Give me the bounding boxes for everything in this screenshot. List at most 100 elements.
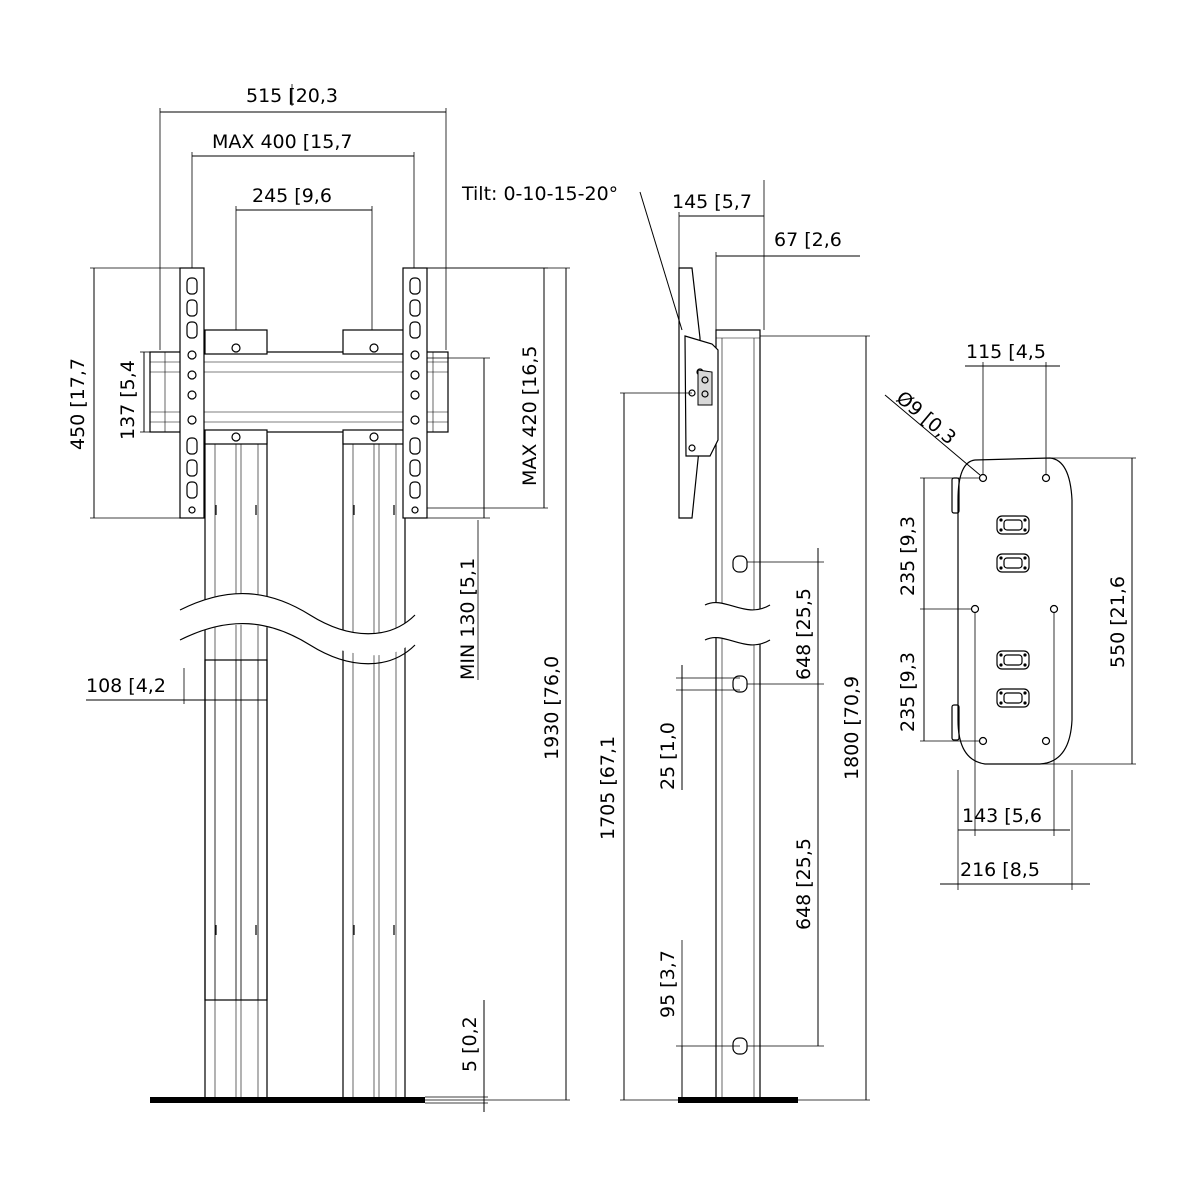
dim-inch: 1,0 bbox=[657, 722, 679, 752]
dim-value: 67 bbox=[774, 229, 798, 251]
dim-value: 137 bbox=[117, 404, 139, 440]
svg-text:235[9,3: 235[9,3 bbox=[897, 516, 919, 596]
dim-center-height: 1705[67,1 bbox=[597, 392, 692, 1101]
dim-value: 648 bbox=[793, 894, 815, 930]
dim-inch: 70,9 bbox=[841, 676, 863, 718]
base-top-view: Ø9[0,3 115[4,5 235[9,3 235[9,3 550[21,6 bbox=[884, 341, 1136, 890]
dim-inch: 5,1 bbox=[457, 558, 479, 588]
front-column-right bbox=[342, 434, 406, 1099]
dim-min-vertical: MIN 130[5,1 bbox=[427, 357, 490, 680]
dim-inch: 9,6 bbox=[302, 185, 332, 207]
dim-inch: 3,7 bbox=[657, 950, 679, 980]
svg-text:MAX 420[16,5: MAX 420[16,5 bbox=[519, 346, 541, 486]
svg-text:143[5,6: 143[5,6 bbox=[962, 805, 1042, 827]
side-base-plate bbox=[678, 1097, 798, 1103]
dim-bottom-slot-offset: 95[3,7 bbox=[657, 940, 740, 1100]
column-slots bbox=[215, 505, 395, 935]
dim-value: 216 bbox=[960, 859, 996, 881]
dim-inch: 25,5 bbox=[793, 588, 815, 630]
dim-inch: 15,7 bbox=[310, 131, 352, 153]
dim-value: MAX 400 bbox=[212, 131, 297, 153]
dim-value: 108 bbox=[86, 675, 122, 697]
bracket-left bbox=[179, 267, 205, 519]
svg-text:648[25,5: 648[25,5 bbox=[793, 588, 815, 680]
dim-value: 1705 bbox=[597, 792, 619, 840]
svg-text:5[0,2: 5[0,2 bbox=[459, 1016, 481, 1072]
dim-inch: 9,3 bbox=[897, 652, 919, 682]
dim-inch: 25,5 bbox=[793, 838, 815, 880]
dim-overall-width: 515[20,3 bbox=[159, 84, 447, 350]
svg-text:Ø9[0,3: Ø9[0,3 bbox=[892, 387, 960, 449]
svg-text:25[1,0: 25[1,0 bbox=[657, 722, 679, 790]
dim-value: 235 bbox=[897, 560, 919, 596]
svg-text:95[3,7: 95[3,7 bbox=[657, 950, 679, 1018]
dim-lower-slot-spacing: 648[25,5 bbox=[747, 684, 824, 1047]
dim-max-vertical: MAX 420[16,5 bbox=[427, 267, 548, 509]
dim-inch: 4,5 bbox=[1016, 341, 1046, 363]
svg-text:216[8,5: 216[8,5 bbox=[960, 859, 1040, 881]
dim-inch: 2,6 bbox=[812, 229, 842, 251]
dim-inch: 20,3 bbox=[296, 85, 338, 107]
dim-inch: 67,1 bbox=[597, 736, 619, 778]
svg-text:MIN 130[5,1: MIN 130[5,1 bbox=[457, 558, 479, 680]
dim-total-height: 1930[76,0 bbox=[425, 267, 570, 1101]
dim-max-hole-pattern: MAX 400[15,7 bbox=[191, 131, 415, 268]
svg-text:245[9,6: 245[9,6 bbox=[252, 185, 332, 207]
dim-inch: 5,7 bbox=[722, 191, 752, 213]
dim-inch: 4,2 bbox=[136, 675, 166, 697]
svg-text:450[17,7: 450[17,7 bbox=[67, 358, 89, 450]
side-column bbox=[715, 329, 761, 1099]
front-view: 515[20,3 MAX 400[15,7 245[9,6 450[17,7 bbox=[67, 84, 570, 1112]
dim-value: 95 bbox=[657, 994, 679, 1018]
dim-lower-hole-pitch: 235[9,3 bbox=[897, 609, 980, 742]
dim-value: 1930 bbox=[541, 712, 563, 760]
svg-text:115[4,5: 115[4,5 bbox=[966, 341, 1046, 363]
dim-value: 550 bbox=[1107, 632, 1129, 668]
base-holes bbox=[970, 473, 1059, 746]
dim-value: MIN 130 bbox=[457, 601, 479, 680]
dim-value: 5 bbox=[459, 1060, 481, 1072]
dim-upper-slot-spacing: 648[25,5 bbox=[747, 548, 824, 685]
dim-crossbar-height: 137[5,4 bbox=[117, 351, 150, 440]
dim-rail-spacing: 245[9,6 bbox=[235, 185, 373, 330]
base-pads bbox=[996, 515, 1030, 708]
dim-inch: 17,7 bbox=[67, 358, 89, 400]
dim-upper-hole-pitch: 235[9,3 bbox=[897, 477, 980, 610]
dim-inch: 9,3 bbox=[897, 516, 919, 546]
svg-text:108[4,2: 108[4,2 bbox=[86, 675, 166, 697]
dim-column-width: 108[4,2 bbox=[86, 668, 267, 704]
dim-value: 143 bbox=[962, 805, 998, 827]
dim-column-depth: 67[2,6 bbox=[715, 229, 860, 330]
break-mark bbox=[179, 593, 416, 665]
dim-mount-depth: 145[5,7 bbox=[672, 180, 765, 330]
svg-text:648[25,5: 648[25,5 bbox=[793, 838, 815, 930]
svg-text:137[5,4: 137[5,4 bbox=[117, 360, 139, 440]
dim-base-width: 216[8,5 bbox=[940, 770, 1090, 890]
dim-value: 25 bbox=[657, 766, 679, 790]
dim-column-height: 1800[70,9 bbox=[760, 335, 870, 1101]
dim-value: 648 bbox=[793, 644, 815, 680]
dim-inch: 21,6 bbox=[1107, 576, 1129, 618]
dim-inch: 76,0 bbox=[541, 656, 563, 698]
front-base-plate bbox=[150, 1097, 425, 1103]
dim-inch: 8,5 bbox=[1010, 859, 1040, 881]
tilt-label: Tilt: 0-10-15-20° bbox=[461, 183, 618, 205]
dim-hole-diameter: Ø9[0,3 bbox=[884, 387, 981, 476]
dim-value: 1800 bbox=[841, 732, 863, 780]
dim-slot-height: 25[1,0 bbox=[657, 665, 740, 790]
dim-base-thickness: 5[0,2 bbox=[425, 1000, 488, 1112]
dim-value: 145 bbox=[672, 191, 708, 213]
dim-value: 245 bbox=[252, 185, 288, 207]
dim-inch: 16,5 bbox=[519, 346, 541, 388]
dim-top-hole-spacing: 115[4,5 bbox=[965, 341, 1060, 474]
dim-bottom-hole-spacing: 143[5,6 bbox=[958, 613, 1070, 836]
dim-value: 115 bbox=[966, 341, 1002, 363]
dim-value: 235 bbox=[897, 696, 919, 732]
front-column-left bbox=[204, 434, 268, 1099]
dim-inch: 0,2 bbox=[459, 1016, 481, 1046]
dim-value: 450 bbox=[67, 414, 89, 450]
dim-value: 515 bbox=[246, 85, 282, 107]
svg-text:1705[67,1: 1705[67,1 bbox=[597, 736, 619, 840]
svg-text:MAX 400[15,7: MAX 400[15,7 bbox=[212, 131, 352, 153]
